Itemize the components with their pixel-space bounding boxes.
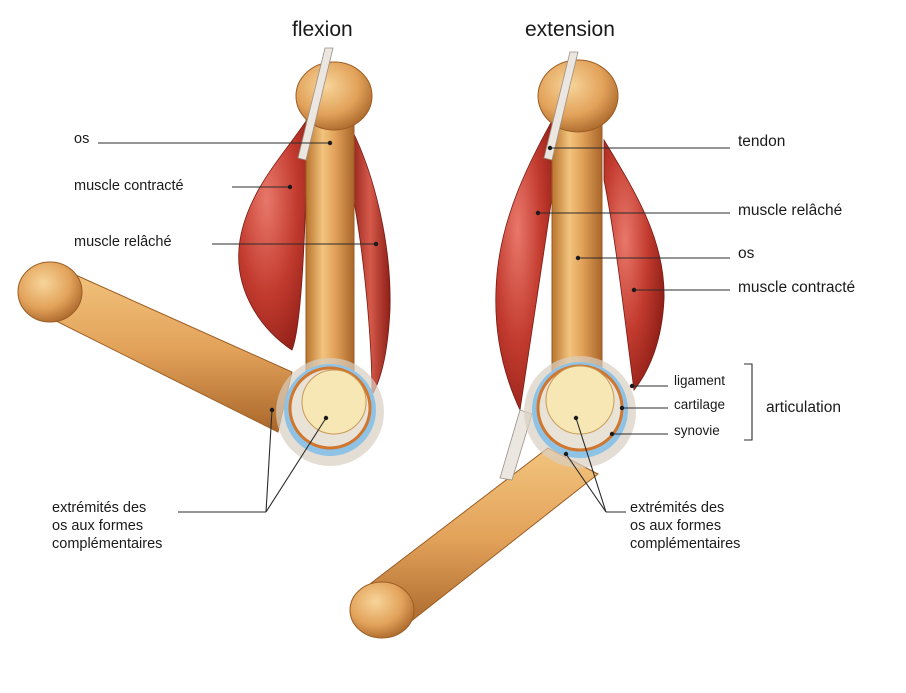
extension-upper-bone [551,89,603,401]
extension-label-muscle-contracte: muscle contracté [738,279,855,296]
extension-label-articulation: articulation [766,399,841,416]
extension-title: extension [525,18,615,41]
extension-label-tendon: tendon [738,133,785,150]
extension-lower-bone-end [349,581,415,639]
extension-dot-muscle-contracte [631,287,637,293]
extension-labels: tendon muscle relâché os muscle contract… [535,133,855,552]
extension-label-os: os [738,245,755,262]
extension-dot-extremites-a [573,415,579,421]
extension-relaxed-muscle [495,109,559,412]
flexion-dot-muscle-relache [373,241,379,247]
flexion-dot-extremites-a [269,407,275,413]
extension-dot-tendon [547,145,553,151]
flexion-leader-extremites-b [265,417,327,513]
extension-leader-extremites-a [575,417,607,513]
flexion-relaxed-muscle [349,129,391,397]
extension-leader-extremites-b [565,453,607,513]
extension-label-extremites-2: os aux formes [630,518,721,534]
flexion-leader-extremites-a [265,409,273,513]
extension-label-ligament: ligament [674,373,725,388]
flexion-label-extremites-2: os aux formes [52,518,143,534]
extension-illustration [349,51,665,639]
extension-dot-synovie [609,431,615,437]
extension-label-synovie: synovie [674,423,720,438]
flexion-dot-extremites-b [323,415,329,421]
flexion-label-extremites-1: extrémités des [52,500,146,516]
flexion-dot-os [327,140,333,146]
extension-contracted-muscle [603,138,665,391]
extension-dot-cartilage [619,405,625,411]
flexion-illustration [17,47,391,466]
extension-label-extremites-1: extrémités des [630,500,724,516]
flexion-title: flexion [292,18,353,41]
flexion-label-os: os [74,131,89,147]
extension-label-cartilage: cartilage [674,397,725,412]
flexion-labels: os muscle contracté muscle relâché extré… [52,131,379,552]
extension-joint-head [545,365,615,435]
flexion-tendon [297,47,334,161]
extension-articulation-bracket [744,363,753,441]
extension-label-extremites-3: complémentaires [630,536,740,552]
flexion-joint-head [301,369,367,435]
extension-label-muscle-relache: muscle relâché [738,202,842,219]
extension-dot-muscle-relache [535,210,541,216]
flexion-dot-muscle-contracte [287,184,293,190]
extension-dot-extremites-b [563,451,569,457]
extension-upper-bone-end [537,59,619,133]
flexion-label-muscle-contracte: muscle contracté [74,178,184,194]
extension-dot-os [575,255,581,261]
flexion-lower-bone-end [17,261,83,323]
flexion-label-extremites-3: complémentaires [52,536,162,552]
extension-dot-ligament [629,383,635,389]
extension-tendon [543,51,579,161]
flexion-label-muscle-relache: muscle relâché [74,234,172,250]
flexion-upper-bone [305,89,355,391]
